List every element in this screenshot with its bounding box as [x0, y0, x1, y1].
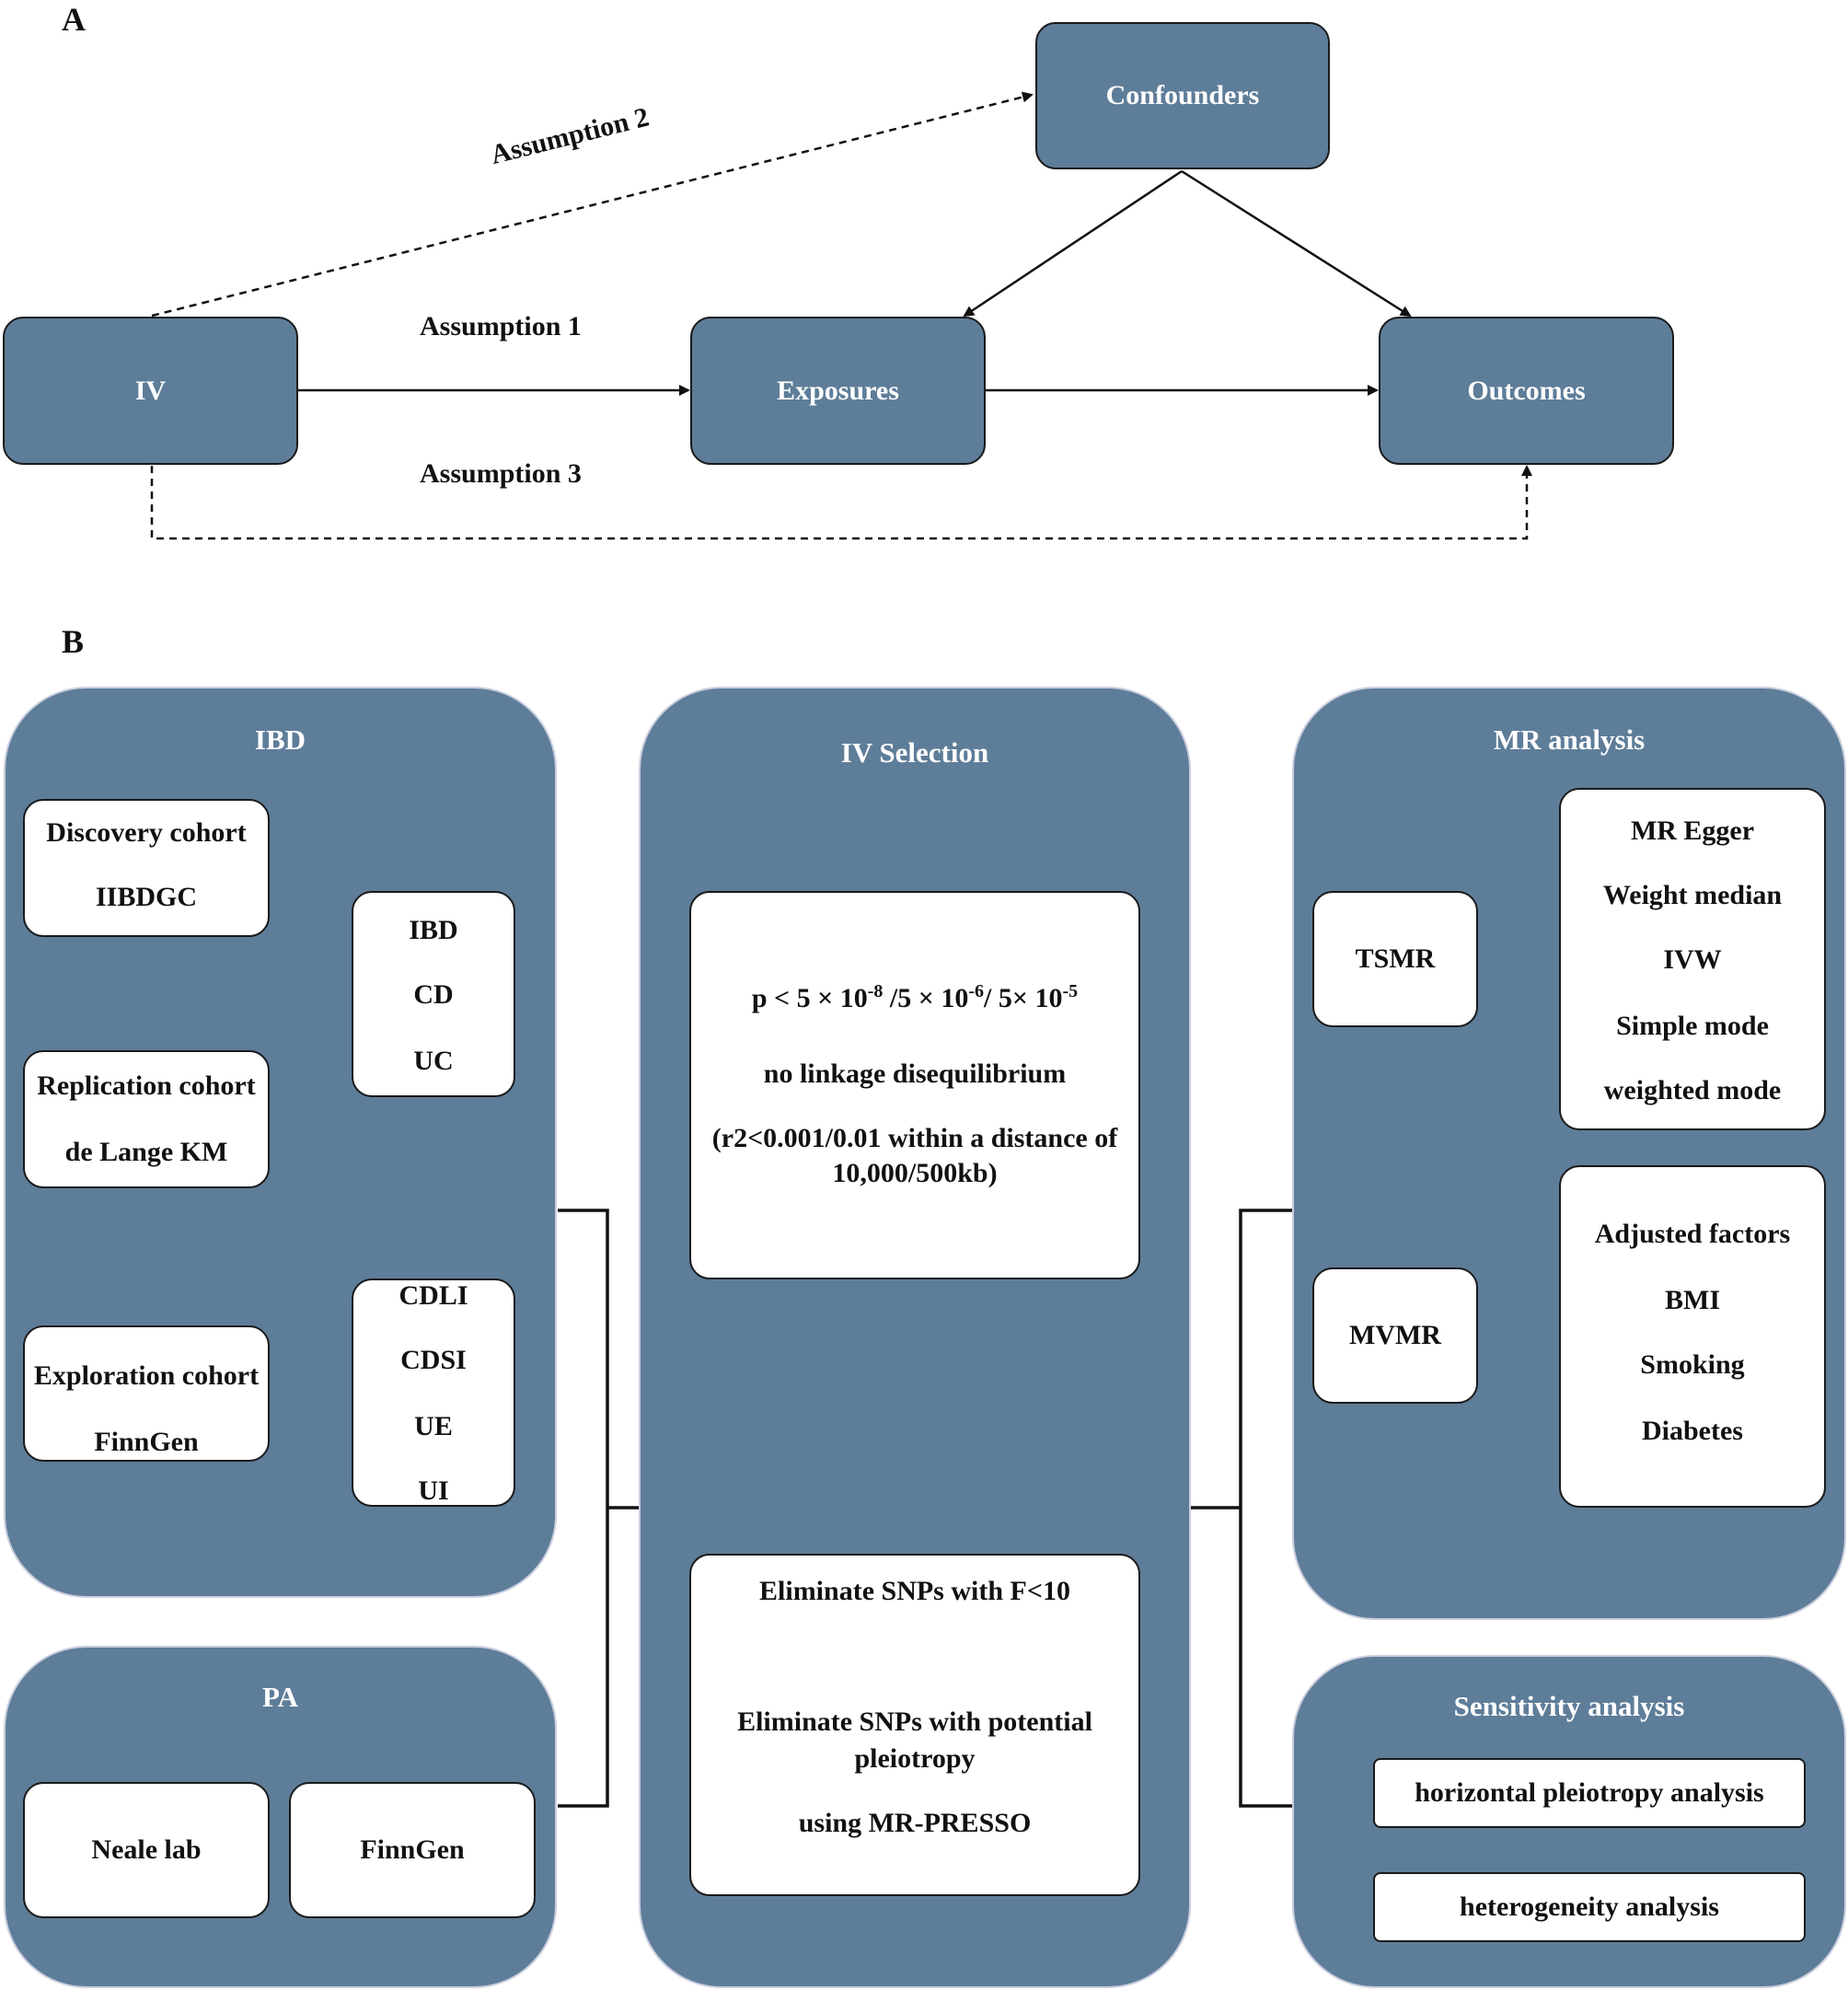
- discovery-cohort-label: Discovery cohort: [46, 817, 247, 848]
- neale-lab-label: Neale lab: [91, 1834, 202, 1865]
- mr-presso-label: using MR-PRESSO: [798, 1808, 1032, 1838]
- arrow-iv-to-confounders-dashed: [151, 91, 1034, 318]
- heterogeneity-box: heterogeneity analysis: [1373, 1872, 1806, 1942]
- neale-lab-box: Neale lab: [23, 1782, 270, 1918]
- exposures-node: Exposures: [690, 317, 986, 465]
- iv-selection-title: IV Selection: [840, 736, 989, 769]
- ibd-type-ibd: IBD: [409, 915, 458, 945]
- factor-bmi: BMI: [1665, 1285, 1720, 1315]
- confounders-label: Confounders: [1105, 80, 1260, 110]
- method-ivw: IVW: [1663, 944, 1722, 975]
- assumption-3-label: Assumption 3: [420, 458, 582, 489]
- ld-label: no linkage disequilibrium: [763, 1059, 1067, 1089]
- iv-node: IV: [3, 317, 298, 465]
- mr-analysis-title: MR analysis: [1493, 723, 1646, 756]
- tsmr-box: TSMR: [1312, 891, 1478, 1027]
- subtype-ui: UI: [418, 1475, 449, 1506]
- discovery-source-label: IIBDGC: [95, 882, 198, 912]
- replication-cohort-label: Replication cohort: [37, 1070, 256, 1101]
- confounders-node: Confounders: [1035, 22, 1330, 169]
- horizontal-pleiotropy-label: horizontal pleiotropy analysis: [1415, 1777, 1764, 1808]
- finngen-pa-box: FinnGen: [289, 1782, 536, 1918]
- arrow-confounders-to-exposures: [963, 169, 1183, 318]
- finngen-pa-label: FinnGen: [360, 1834, 465, 1865]
- mvmr-label: MVMR: [1349, 1320, 1441, 1350]
- outcomes-node: Outcomes: [1379, 317, 1674, 465]
- panel-b-label: B: [62, 623, 85, 660]
- snp-filter-box: Eliminate SNPs with F<10 Eliminate SNPs …: [689, 1554, 1140, 1896]
- subtype-ue: UE: [414, 1411, 453, 1441]
- exploration-source-label: FinnGen: [94, 1427, 199, 1457]
- method-weight-median: Weight median: [1602, 880, 1783, 910]
- sensitivity-analysis-title: Sensitivity analysis: [1453, 1690, 1685, 1722]
- discovery-cohort-box: Discovery cohort IIBDGC: [23, 799, 270, 937]
- replication-source-label: de Lange KM: [64, 1137, 228, 1167]
- arrow-iv-to-outcomes-dashed: [150, 465, 1532, 540]
- exploration-cohort-label: Exploration cohort: [33, 1360, 260, 1391]
- iv-label: IV: [134, 375, 167, 406]
- eliminate-f-label: Eliminate SNPs with F<10: [759, 1576, 1070, 1606]
- pa-group-title: PA: [261, 1681, 299, 1713]
- ibd-subtypes-box: CDLI CDSI UE UI: [352, 1278, 515, 1507]
- ld-detail-line-1: (r2<0.001/0.01 within a distance of: [711, 1123, 1118, 1153]
- outcomes-label: Outcomes: [1467, 375, 1586, 406]
- adjusted-factors-label: Adjusted factors: [1594, 1219, 1791, 1249]
- method-mr-egger: MR Egger: [1630, 816, 1755, 846]
- tsmr-label: TSMR: [1355, 943, 1436, 974]
- eliminate-pleiotropy-line-1: Eliminate SNPs with potential: [737, 1707, 1092, 1737]
- heterogeneity-label: heterogeneity analysis: [1460, 1892, 1719, 1922]
- ibd-group-title: IBD: [254, 723, 306, 756]
- horizontal-pleiotropy-box: horizontal pleiotropy analysis: [1373, 1758, 1806, 1828]
- method-simple-mode: Simple mode: [1616, 1011, 1769, 1041]
- tsmr-methods-box: MR Egger Weight median IVW Simple mode w…: [1559, 788, 1826, 1130]
- factor-smoking: Smoking: [1640, 1349, 1745, 1380]
- factor-diabetes: Diabetes: [1642, 1416, 1743, 1446]
- ibd-types-box: IBD CD UC: [352, 891, 515, 1097]
- exposures-label: Exposures: [777, 375, 899, 406]
- arrow-confounders-to-outcomes: [1181, 169, 1412, 318]
- method-weighted-mode: weighted mode: [1603, 1075, 1782, 1105]
- subtype-cdli: CDLI: [398, 1280, 468, 1311]
- subtype-cdsi: CDSI: [400, 1345, 467, 1375]
- ld-detail-line-2: 10,000/500kb): [832, 1158, 998, 1188]
- panel-a-label: A: [62, 1, 86, 38]
- mvmr-box: MVMR: [1312, 1267, 1478, 1404]
- ibd-type-uc: UC: [413, 1046, 454, 1076]
- replication-cohort-box: Replication cohort de Lange KM: [23, 1050, 270, 1188]
- p-threshold-label: p < 5 × 10-8 /5 × 10-6/ 5× 10-5: [751, 981, 1079, 1013]
- ibd-type-cd: CD: [413, 979, 454, 1010]
- mvmr-factors-box: Adjusted factors BMI Smoking Diabetes: [1559, 1165, 1826, 1508]
- exploration-cohort-box: Exploration cohort FinnGen: [23, 1325, 270, 1462]
- eliminate-pleiotropy-line-2: pleiotropy: [854, 1743, 976, 1774]
- assumption-1-label: Assumption 1: [420, 311, 582, 341]
- iv-criteria-box: p < 5 × 10-8 /5 × 10-6/ 5× 10-5 no linka…: [689, 891, 1140, 1279]
